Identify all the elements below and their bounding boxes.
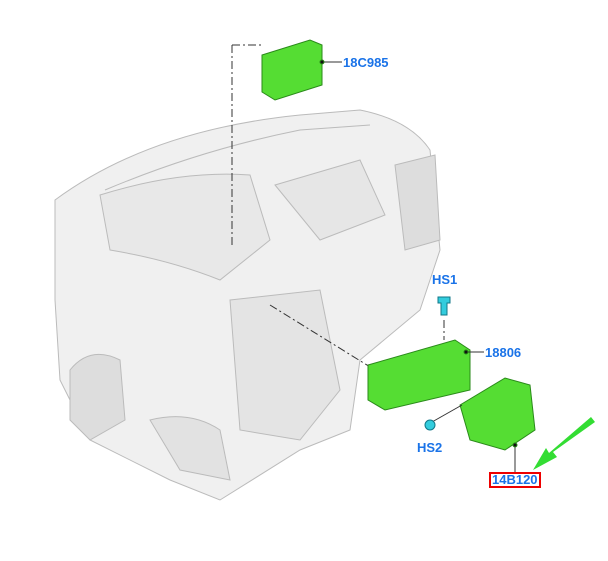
label-14b120-selected[interactable]: 14B120	[489, 472, 541, 488]
label-hs2[interactable]: HS2	[417, 440, 443, 455]
pointer-arrow	[533, 417, 595, 470]
leader-lines	[231, 44, 445, 371]
label-18c985[interactable]: 18C985	[343, 55, 389, 70]
module-18806	[367, 339, 484, 411]
label-hs1[interactable]: HS1	[432, 272, 458, 287]
fastener-hs2	[424, 419, 436, 431]
label-18806[interactable]: 18806	[485, 345, 522, 360]
fastener-hs1	[437, 296, 451, 316]
module-18C985	[261, 39, 342, 101]
dashboard-outline	[54, 109, 441, 501]
module-14B120	[431, 377, 536, 472]
